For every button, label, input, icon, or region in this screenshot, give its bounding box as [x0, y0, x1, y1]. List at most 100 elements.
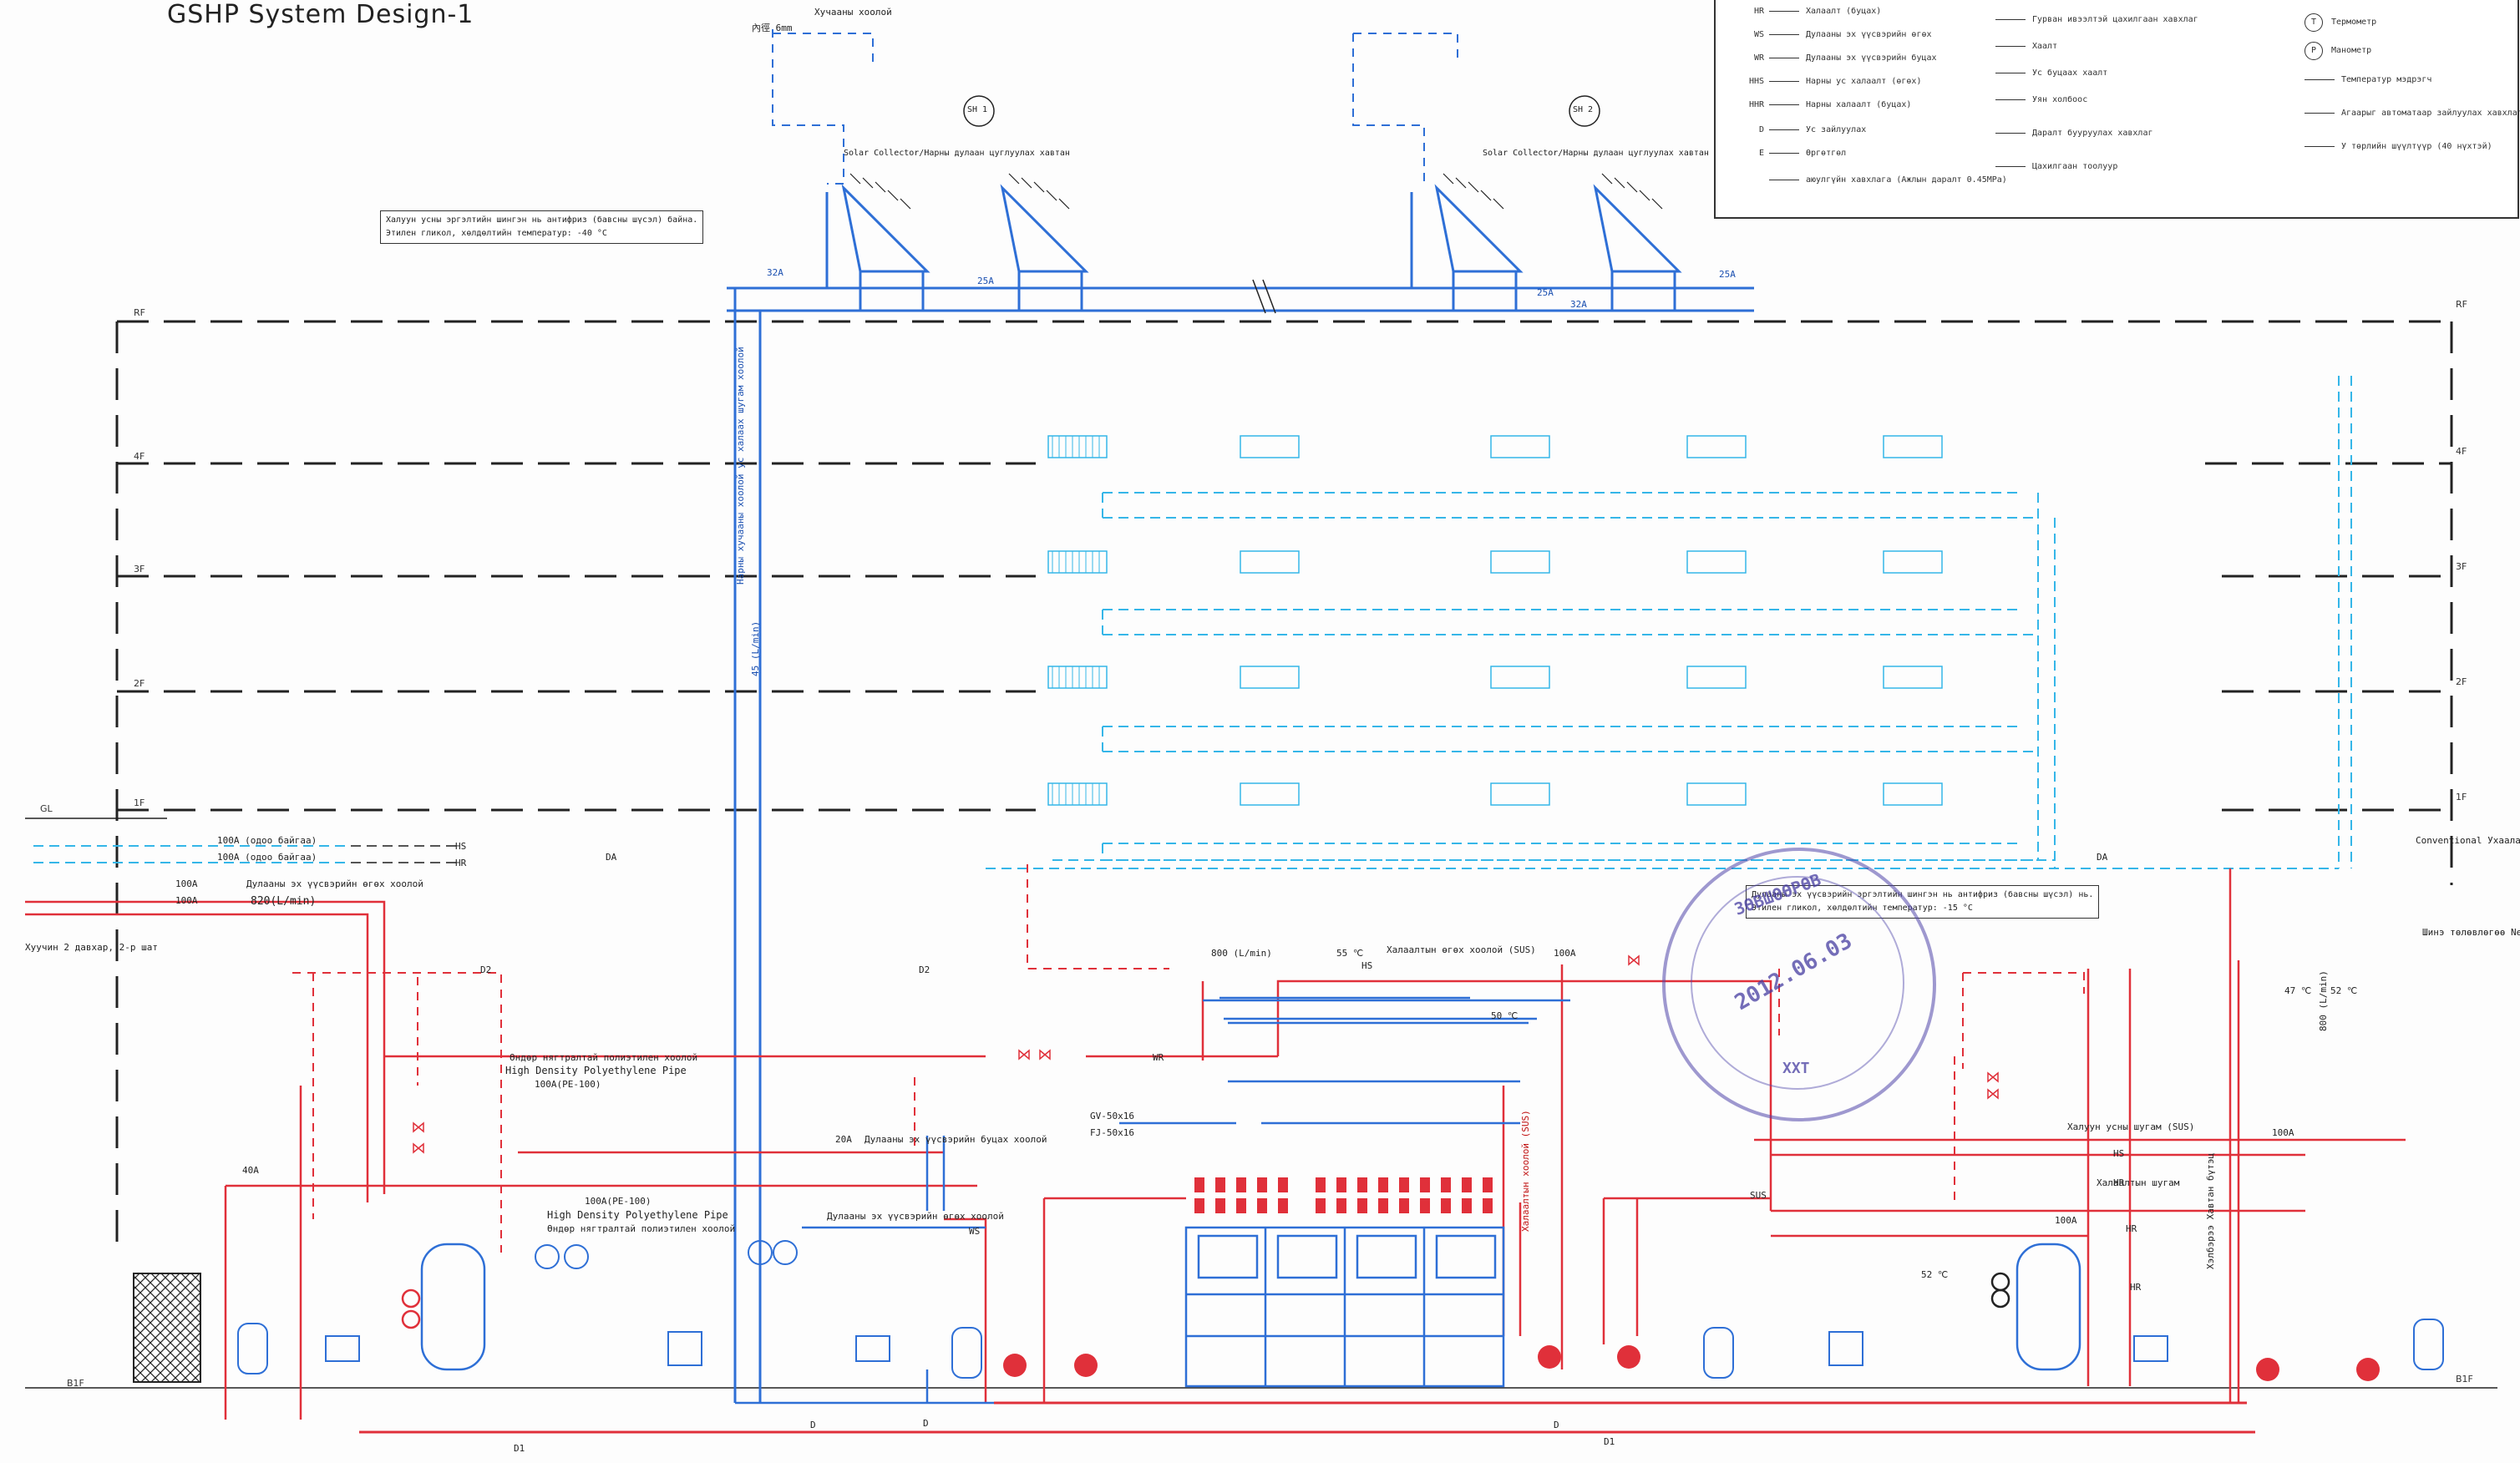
hdpe2-label-en: High Density Polyethylene Pipe — [547, 1209, 728, 1221]
level-label-rf: RF — [134, 307, 145, 318]
level-label-gl: GL — [40, 803, 53, 814]
new-plan-label: Шинэ төлөвлөгөө New Plan — [2422, 927, 2520, 938]
valves — [413, 954, 1999, 1154]
pumps — [325, 1240, 2168, 1362]
solar-top-pipe-label: Хучааны хоолой — [814, 7, 892, 18]
radiator-fins — [1052, 436, 1100, 805]
pipe-size-25a-a: 25A — [977, 276, 994, 286]
hdpe2-size: 100A(PE-100) — [585, 1196, 652, 1207]
heat-pipe-sus-label: Халаалтын хоолой (SUS) — [1520, 1110, 1531, 1232]
heating-line-label: Халаалтын шугам — [2097, 1177, 2180, 1188]
main-100a-a: 100A — [175, 878, 198, 889]
radiators-2f — [1047, 666, 1943, 689]
legend-item-temp-sensor: Температур мэдрэгч — [2305, 75, 2431, 84]
level-label-b1f-right: B1F — [2456, 1374, 2473, 1385]
d-tag-a: D — [810, 1420, 816, 1430]
solar-pipe-size-label: 內徑 6mm — [752, 23, 793, 33]
level-label-4f-right: 4F — [2456, 446, 2467, 457]
heat-source-return-label: Дулааны эх үүсвэрийн өгөх хоолой — [246, 878, 423, 889]
heat-source-return2-label: Дулааны эх үүсвэрийн буцах хоолой — [865, 1134, 1047, 1145]
sus-tag: SUS — [1750, 1190, 1767, 1201]
floor-loop-2f — [1102, 726, 2038, 752]
hs-tag-c: HS — [2113, 1148, 2125, 1159]
solar-collector-label-1: Solar Collector/Нарны дулаан цуглуулах х… — [844, 149, 1070, 158]
solar-riser-label: Нарны хучааны хоолой ус халаах шугам хоо… — [735, 347, 746, 585]
radiators-3f — [1047, 550, 1943, 574]
pipe-size-25a-b: 25A — [1537, 287, 1554, 298]
expansion-vessels — [237, 1319, 2444, 1379]
solar-system — [727, 29, 1754, 1403]
hs-tag-b: HS — [1361, 960, 1373, 971]
hs-tag-a: HS — [455, 841, 467, 852]
plate-heat-exchangers — [667, 1331, 1863, 1366]
size-40a: 40A — [242, 1165, 259, 1176]
solar-collector-sh2 — [1434, 184, 1682, 311]
hr-tag-d: HR — [2126, 1223, 2137, 1234]
sh1-label: SH 1 — [967, 105, 988, 114]
size-20a-label: 20A — [835, 1134, 852, 1145]
hr-tag-e: HR — [2130, 1282, 2142, 1293]
flow-800-label: 800 (L/min) — [1211, 948, 1272, 959]
manifolds — [1219, 996, 1529, 1025]
sh2-label: SH 2 — [1573, 105, 1594, 114]
level-label-2f-right: 2F — [2456, 676, 2467, 687]
legend-item-prv: Даралт бууруулах хавхлаг — [1995, 129, 2153, 138]
main-flow-820: 820(L/min) — [251, 895, 317, 908]
level-label-3f: 3F — [134, 564, 145, 575]
size-100a-d: 100A — [2272, 1127, 2294, 1138]
building-outline — [115, 320, 2453, 1253]
flow-800-vertical: 800 (L/min) — [2318, 970, 2329, 1031]
d1-tag-a: D1 — [1604, 1436, 1615, 1447]
hdpe-size: 100A(PE-100) — [535, 1079, 601, 1090]
drawing-title: GSHP System Design-1 — [167, 0, 474, 29]
main-100a-b: 100A — [175, 895, 198, 906]
d1-tag-b: D1 — [514, 1443, 525, 1454]
heating-supply-label: Халаалтын өгөх хоолой (SUS) — [1387, 944, 1536, 955]
heat-pump-valves — [1194, 1177, 1493, 1213]
level-label-b1f: B1F — [67, 1378, 84, 1389]
legend-item-safety-valve: аюулгүйн хавхлага (Ажлын даралт 0.45MPa) — [1724, 175, 2007, 185]
hr-tag-a: HR — [455, 858, 467, 868]
temp-52-b: 52 ℃ — [2330, 985, 2358, 996]
legend-item-check-valve: Ус буцаах хаалт — [1995, 68, 2107, 78]
radiators-4f — [1047, 435, 1943, 458]
heat-source-supply2-label: Дулааны эх үүсвэрийн өгөх хоолой — [827, 1211, 1004, 1222]
temp-52: 52 ℃ — [1921, 1269, 1949, 1280]
hot-water-pipe-label: Халуун усны шугам (SUS) — [2067, 1121, 2195, 1132]
heat-pump-unit — [1184, 1226, 1505, 1388]
d2-tag: D2 — [480, 964, 492, 975]
legend-item-gate-valve: Хаалт — [1995, 42, 2057, 51]
legend-item-meter: Цахилгаан тоолуур — [1995, 162, 2117, 171]
hr-tag-c: HR — [2113, 1177, 2125, 1188]
temp-55: 55 ℃ — [1336, 948, 1364, 959]
conventional-label: Conventional Ухаалаглал — [2416, 835, 2520, 846]
legend-item-flex-joint: Уян холбоос — [1995, 95, 2087, 104]
gv-label: GV-50x16 — [1090, 1111, 1134, 1121]
level-label-1f: 1F — [134, 797, 145, 808]
solar-collector-sh1 — [841, 184, 1089, 311]
storage-tank-right — [1990, 1243, 2081, 1371]
d2-tag-b: D2 — [919, 964, 930, 975]
supply-100a-label-a: 100A (одоо байгаа) — [217, 835, 317, 846]
da-tag: DA — [606, 852, 617, 863]
hdpe-label-en: High Density Polyethylene Pipe — [505, 1065, 687, 1076]
level-label-rf-right: RF — [2456, 299, 2467, 310]
solar-fluid-note: Халуун усны эргэлтийн шингэн нь антифриз… — [380, 210, 704, 244]
sun-rays — [849, 173, 1663, 210]
radiators-1f — [1047, 782, 1943, 806]
d-tag-c: D — [923, 1418, 929, 1429]
solar-collector-label-2: Solar Collector/Нарны дулаан цуглуулах х… — [1483, 149, 1709, 158]
circulation-pumps-red — [1003, 1345, 2380, 1381]
existing-building-label: Хуучин 2 давхар, 2-р шат — [25, 942, 158, 953]
hdpe-label-mn: Өндөр нягтралтай полиэтилен хоолой — [510, 1052, 698, 1063]
floor-loop-4f — [1102, 492, 2038, 519]
